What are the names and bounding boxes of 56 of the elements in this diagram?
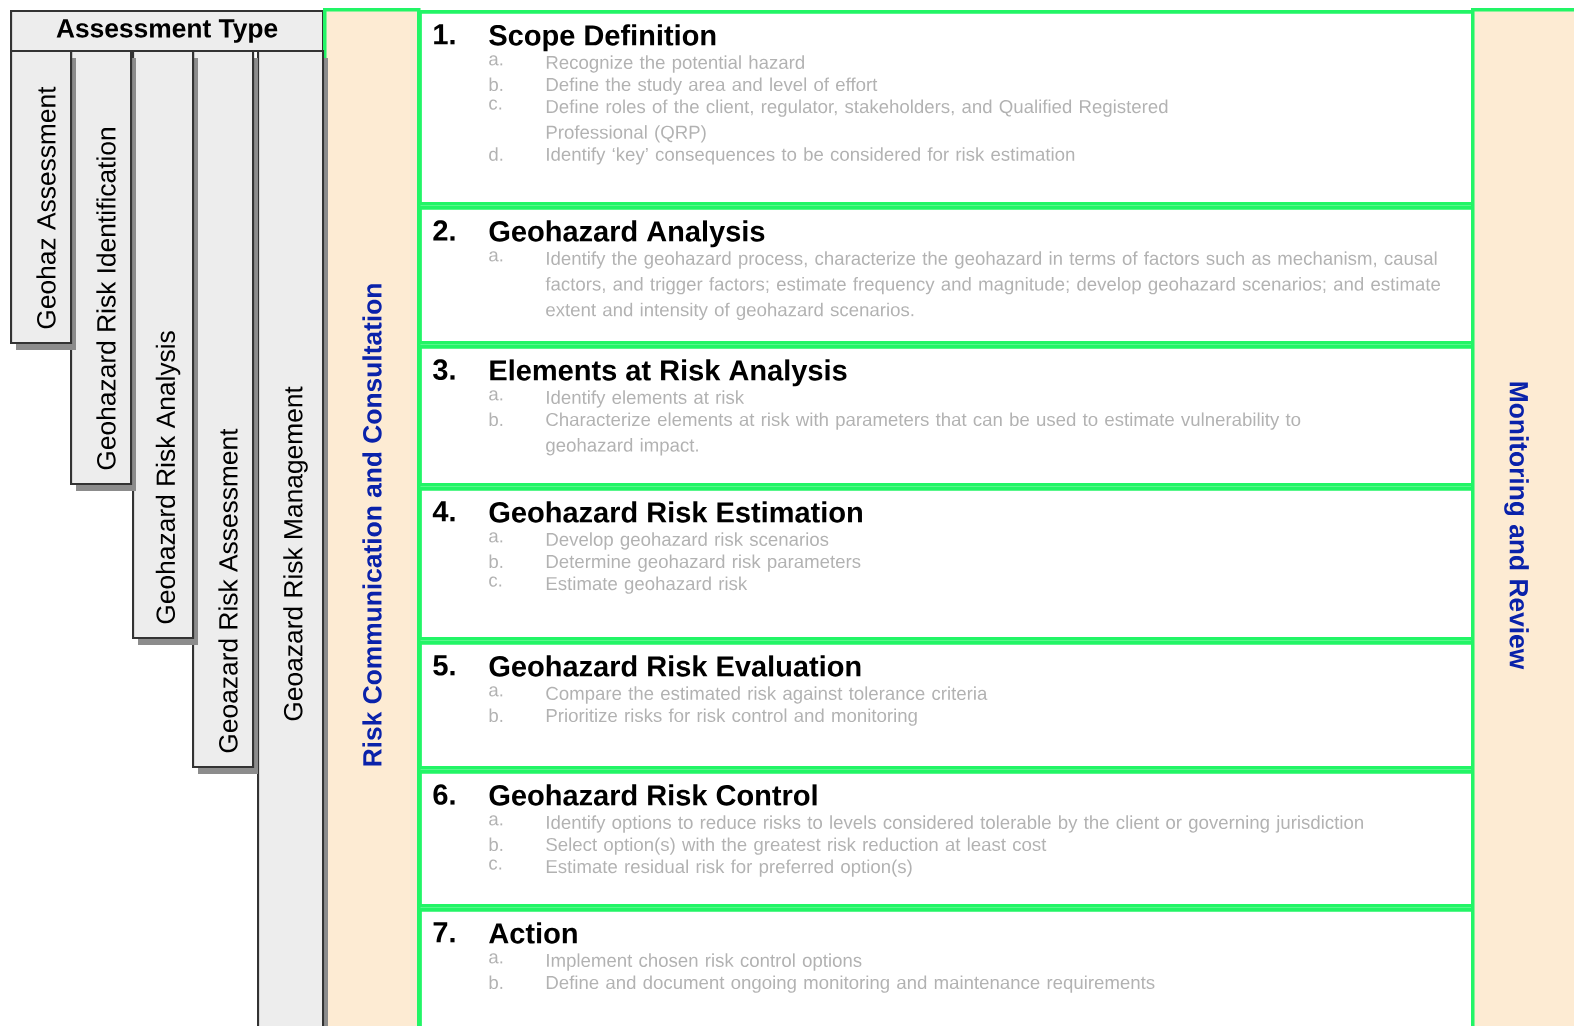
list-item: Determine geohazard risk parameters	[546, 554, 861, 572]
list-item: Estimate residual risk for preferred option(s)	[546, 859, 912, 877]
list-item: Identify ‘key’ consequences to be considered for risk estimation	[547, 147, 1075, 165]
item-letter: d.	[489, 147, 503, 161]
list-item: Identify options to reduce risks to levels considered tolerable by the client or governing jurisdiction	[547, 815, 1363, 833]
assessment-bar: Geoazard Risk Assessment	[192, 50, 258, 774]
assessment-bar: Geohazard Risk Analysis	[132, 50, 198, 645]
step-number: 3.	[433, 359, 455, 380]
item-letter: a.	[489, 815, 503, 826]
header-box: Assessment Type	[10, 10, 325, 53]
step-title: Geohazard Risk Control	[489, 784, 817, 806]
step-title: Geohazard Analysis	[489, 220, 765, 248]
assessment-bar: Geohazard Risk Identification	[70, 50, 136, 491]
list-item: Identify the geohazard process, characterize the geohazard in terms of factors such as mechanism, causal factors, and trigger factors; estimate frequency and magnitude; develop geohazard scenarios; and estimate extent and intensity of geohazard scenarios.	[545, 251, 1441, 320]
item-letter: a.	[489, 390, 503, 401]
item-letter: a.	[489, 686, 503, 697]
item-letter: a.	[489, 55, 503, 66]
step-title: Geohazard Risk Estimation	[489, 501, 862, 523]
step-number: 4.	[432, 501, 455, 522]
step-number: 5.	[433, 655, 455, 676]
assessment-bar: Geoazard Risk Management	[257, 50, 328, 1026]
list-item: Compare the estimated risk against tolerance criteria	[546, 686, 988, 704]
step-number: 1.	[434, 24, 455, 45]
list-item: Define roles of the client, regulator, stakeholders, and Qualified Registered Professional (QRP)	[546, 99, 1168, 143]
item-letter: c.	[489, 859, 502, 870]
list-item: Develop geohazard risk scenarios	[546, 532, 829, 550]
item-letter: a.	[489, 953, 503, 964]
item-letter: b.	[489, 412, 503, 427]
list-item: Recognize the potential hazard	[546, 55, 804, 73]
step-title: Elements at Risk Analysis	[490, 359, 847, 387]
step-title: Geohazard Risk Evaluation	[489, 655, 861, 677]
step-number: 7.	[433, 922, 455, 943]
item-letter: b.	[489, 975, 503, 990]
step-number: 2.	[433, 220, 455, 241]
list-item: Implement chosen risk control options	[547, 953, 862, 971]
item-letter: b.	[489, 837, 503, 852]
item-letter: a.	[489, 251, 503, 262]
item-letter: c.	[489, 99, 502, 110]
list-item: Estimate geohazard risk	[546, 576, 748, 594]
item-letter: b.	[489, 708, 503, 723]
side-band: Risk Communication and Consultation	[323, 8, 421, 1026]
step-title: Scope Definition	[489, 24, 716, 52]
item-letter: a.	[489, 532, 503, 543]
item-letter: b.	[489, 77, 503, 92]
list-item: Characterize elements at risk with parameters that can be used to estimate vulnerability to geohazard impact.	[546, 412, 1301, 456]
step-title: Action	[489, 922, 577, 944]
list-item: Define and document ongoing monitoring and maintenance requirements	[546, 975, 1155, 993]
list-item: Identify elements at risk	[547, 390, 745, 408]
list-item: Define the study area and level of effort	[546, 77, 878, 95]
assessment-bar: Geohaz Assessment	[10, 50, 76, 350]
list-item: Select option(s) with the greatest risk reduction at least cost	[546, 837, 1047, 855]
item-letter: c.	[489, 576, 502, 587]
step-number: 6.	[433, 784, 455, 805]
side-band: Monitoring and Review	[1471, 8, 1574, 1026]
list-item: Prioritize risks for risk control and monitoring	[546, 708, 917, 726]
item-letter: b.	[489, 554, 503, 569]
